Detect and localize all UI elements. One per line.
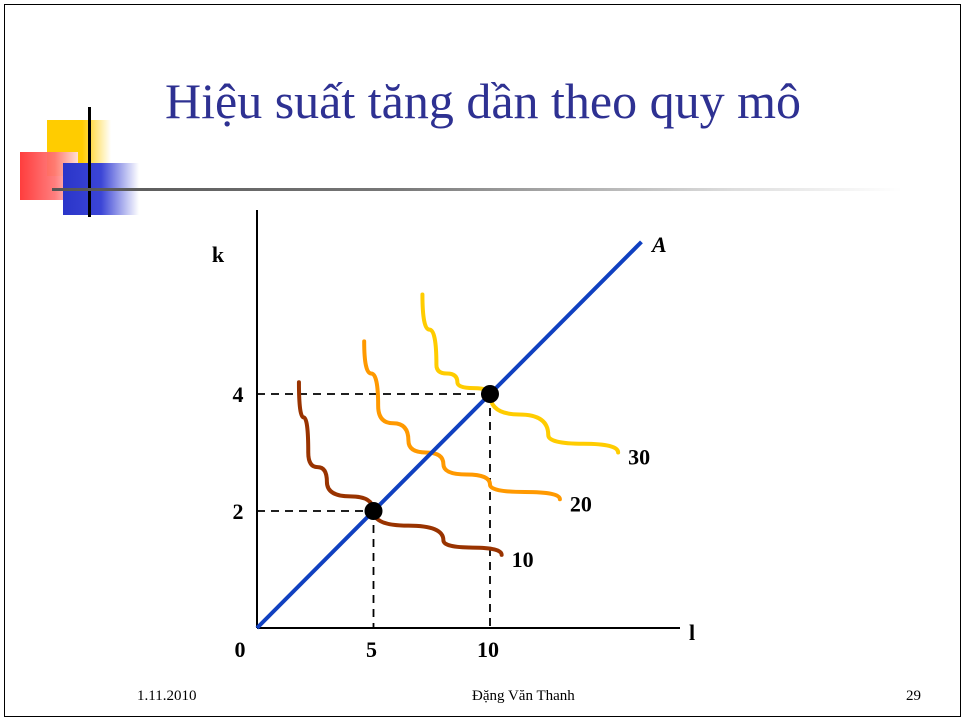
isoquant-curve-10 <box>296 380 504 557</box>
ray-a <box>255 240 643 630</box>
highlight-point-1 <box>481 385 499 403</box>
footer-page-number: 29 <box>906 688 921 704</box>
decor-vertical-line <box>88 107 91 217</box>
footer-date: 1.11.2010 <box>137 688 197 704</box>
y-tick-label-0: 2 <box>233 499 244 524</box>
x-axis-label: l <box>689 620 695 645</box>
isoquant-curve-20 <box>362 339 562 502</box>
origin-label: 0 <box>235 637 246 662</box>
isoquant-label-10: 10 <box>512 547 534 572</box>
isoquant-curve-30 <box>420 292 621 455</box>
slide-frame <box>4 4 961 717</box>
ray-label-a: A <box>650 232 667 257</box>
slide-title: Hiệu suất tăng dần theo quy mô <box>165 73 801 129</box>
isoquant-label-20: 20 <box>570 491 592 516</box>
y-tick-label-1: 4 <box>233 382 244 407</box>
decor-horizontal-line <box>52 188 902 191</box>
footer-author: Đặng Văn Thanh <box>472 688 575 704</box>
isoquant-label-30: 30 <box>628 445 650 470</box>
highlight-point-0 <box>364 502 383 520</box>
y-axis-label: k <box>212 242 225 267</box>
x-tick-label-1: 10 <box>477 637 499 662</box>
x-tick-label-0: 5 <box>366 637 377 662</box>
